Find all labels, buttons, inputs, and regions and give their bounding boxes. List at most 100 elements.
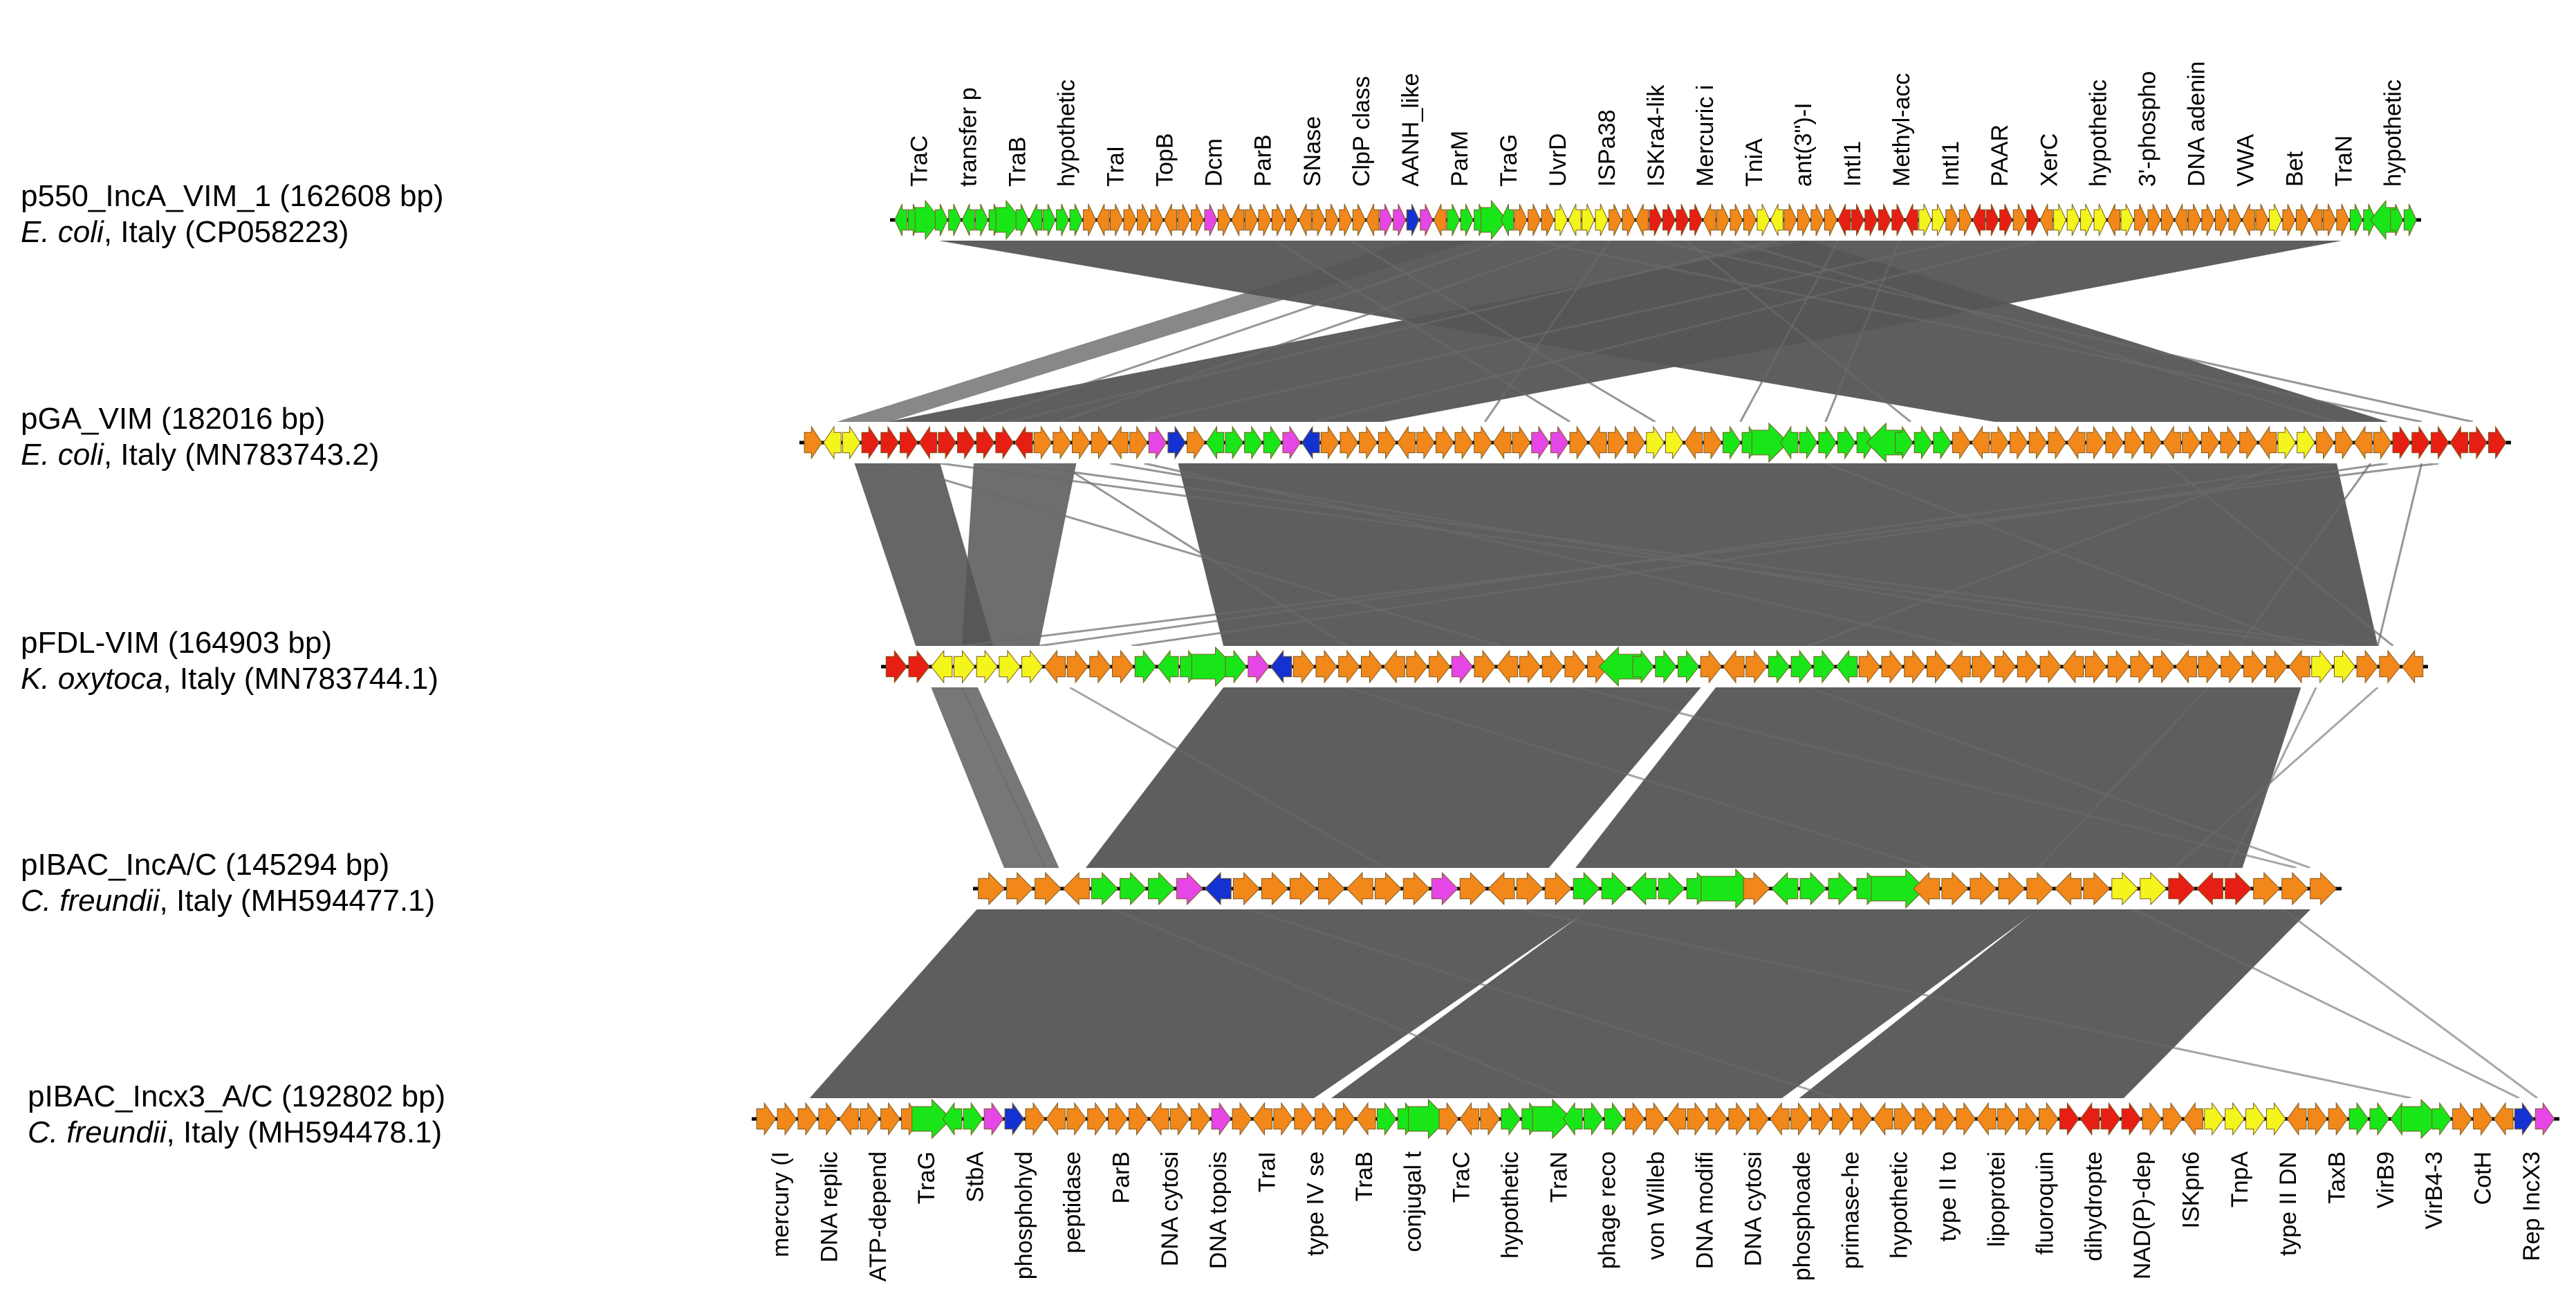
- gene-arrow-orange: [2182, 425, 2200, 460]
- gene-arrow-red: [2225, 871, 2252, 906]
- gene-track: [799, 422, 2511, 463]
- gene-arrow-green: [1771, 871, 1799, 906]
- gene-arrow-red: [1878, 203, 1891, 237]
- gene-arrow-orange: [1429, 649, 1451, 684]
- gene-arrow-green: [995, 199, 1022, 241]
- gene-arrow-orange: [1435, 425, 1454, 460]
- gene-arrow-green: [1263, 425, 1282, 460]
- gene-arrow-red: [1972, 203, 1986, 237]
- country-accession: , Italy (MH594477.1): [160, 884, 436, 918]
- gene-arrow-orange: [1790, 1102, 1810, 1136]
- gene-arrow-yellow: [2053, 203, 2067, 237]
- gene-arrow-orange: [1941, 871, 1969, 906]
- gene-arrow-orange: [1232, 1102, 1252, 1136]
- gene-arrow-green: [1120, 871, 1147, 906]
- gene-arrow-orange: [2228, 203, 2242, 237]
- gene-arrow-blue: [1004, 1102, 1025, 1136]
- gene-arrow-orange: [1271, 203, 1285, 237]
- gene-arrow-orange: [1607, 425, 1627, 460]
- gene-arrow-green: [1191, 646, 1236, 687]
- homology-link: [1058, 462, 1348, 647]
- gene-arrow-orange: [1317, 871, 1345, 906]
- gene-arrow-orange: [2258, 425, 2277, 460]
- homology-link: [961, 687, 1046, 869]
- gene-arrow-orange: [2255, 203, 2269, 237]
- gene-track: [881, 646, 2428, 687]
- gene-arrow-green: [1813, 649, 1835, 684]
- gene-label: UvrD: [1545, 133, 1571, 187]
- gene-arrow-red: [1864, 203, 1878, 237]
- gene-arrow-orange: [1684, 425, 1703, 460]
- gene-arrow-orange: [1454, 425, 1474, 460]
- gene-label: TaxB: [2324, 1151, 2351, 1204]
- gene-label: VWA: [2232, 133, 2259, 187]
- gene-arrow-orange: [2310, 871, 2337, 906]
- homology-link: [1483, 240, 1611, 423]
- gene-arrow-magenta: [1420, 203, 1434, 237]
- gene-arrow-magenta: [1550, 425, 1569, 460]
- gene-arrow-magenta: [1393, 203, 1407, 237]
- gene-arrow-yellow: [1568, 203, 1582, 237]
- gene-arrow-orange: [1397, 425, 1416, 460]
- gene-label: TraC: [907, 136, 933, 187]
- gene-arrow-orange: [2062, 649, 2084, 684]
- gene-arrow-green: [1532, 1098, 1573, 1140]
- gene-arrow-orange: [1743, 871, 1770, 906]
- gene-label: Methyl-acc: [1889, 73, 1915, 187]
- gene-arrow-green: [914, 199, 941, 241]
- homology-link: [2037, 686, 2209, 869]
- gene-arrow-orange: [2143, 425, 2162, 460]
- gene-arrow-orange: [1378, 425, 1397, 460]
- homology-link: [1039, 462, 2337, 647]
- gene-label: hypothetic: [1054, 80, 1080, 187]
- gene-arrow-orange: [1150, 203, 1164, 237]
- gene-arrow-orange: [1217, 203, 1231, 237]
- gene-label: PAAR: [1987, 124, 2013, 187]
- species-country-accession: E. coli, Italy (CP058223): [21, 215, 349, 249]
- gene-arrow-green: [1069, 203, 1083, 237]
- gene-arrow-orange: [1163, 203, 1177, 237]
- gene-arrow-orange: [1346, 871, 1373, 906]
- gene-label: hypothetic: [2380, 80, 2406, 187]
- gene-arrow-orange: [1035, 871, 1062, 906]
- gene-arrow-orange: [2130, 649, 2152, 684]
- gene-arrow-blue: [1406, 203, 1420, 237]
- homology-link: [1346, 686, 1930, 869]
- gene-arrow-orange: [2067, 425, 2086, 460]
- gene-arrow-orange: [2162, 1102, 2183, 1136]
- gene-arrow-orange: [1072, 425, 1091, 460]
- gene-arrow-green: [1376, 1102, 1397, 1136]
- gene-arrow-green: [1501, 1102, 1521, 1136]
- gene-arrow-yellow: [2245, 1102, 2265, 1136]
- gene-arrow-orange: [1066, 1102, 1086, 1136]
- gene-arrow-red: [995, 425, 1014, 460]
- gene-arrow-green: [1895, 425, 1914, 460]
- gene-arrow-red: [918, 425, 938, 460]
- gene-arrow-orange: [1006, 871, 1034, 906]
- gene-arrow-orange: [1541, 649, 1564, 684]
- homology-link: [1069, 686, 1386, 869]
- gene-arrow-yellow: [2204, 1102, 2224, 1136]
- homology-link: [1274, 239, 1571, 423]
- gene-arrow-orange: [1108, 1102, 1128, 1136]
- gene-label: mercury (I: [768, 1151, 794, 1257]
- gene-arrow-orange: [2220, 425, 2239, 460]
- gene-arrow-orange: [1624, 1102, 1645, 1136]
- gene-arrow-green: [1818, 425, 1837, 460]
- gene-label: TraB: [1351, 1151, 1378, 1201]
- country-accession: , Italy (MN783743.2): [104, 438, 380, 472]
- gene-arrow-orange: [1298, 203, 1312, 237]
- gene-arrow-orange: [2201, 203, 2215, 237]
- gene-arrow-red: [2196, 871, 2223, 906]
- track-label-0: p550_IncA_VIM_1 (162608 bp) E. coli, Ita…: [21, 179, 444, 249]
- gene-label: lipoprotei: [1983, 1151, 2010, 1247]
- gene-label: TopB: [1152, 133, 1178, 187]
- gene-arrow-red: [899, 425, 918, 460]
- gene-label: ISKpn6: [2178, 1151, 2205, 1229]
- gene-arrow-green: [2431, 1102, 2452, 1136]
- track-label-3: pIBAC_IncA/C (145294 bp) C. freundii, It…: [21, 848, 435, 918]
- gene-label: CotH: [2470, 1151, 2496, 1205]
- gene-arrow-yellow: [2311, 649, 2333, 684]
- gene-arrow-orange: [1187, 425, 1205, 460]
- track-label-1: pGA_VIM (182016 bp) E. coli, Italy (MN78…: [21, 402, 379, 472]
